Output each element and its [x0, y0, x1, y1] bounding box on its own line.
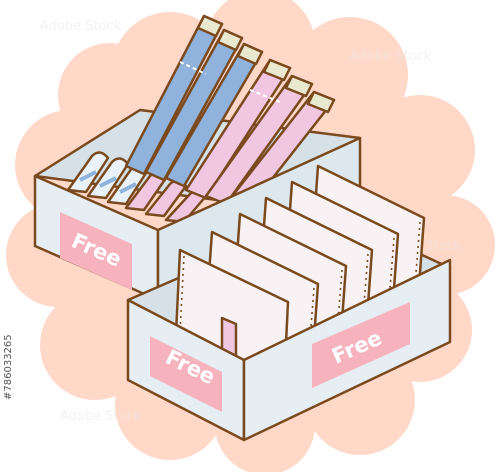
- back-box: [33, 14, 362, 302]
- pink-pads: [179, 58, 336, 214]
- blue-pads: [124, 14, 264, 188]
- watermark-text: Adobe Stock: [40, 19, 122, 34]
- free-label-front-left: [150, 336, 222, 412]
- watermark-text: Adobe Stock: [60, 409, 142, 424]
- free-label-back: [60, 212, 132, 290]
- front-box: [126, 164, 452, 442]
- stock-id-text: #786033265: [3, 334, 14, 400]
- pantyliners: [174, 164, 426, 386]
- free-label-front-right: [312, 302, 410, 388]
- watermark-text: Adobe Stock: [350, 49, 432, 64]
